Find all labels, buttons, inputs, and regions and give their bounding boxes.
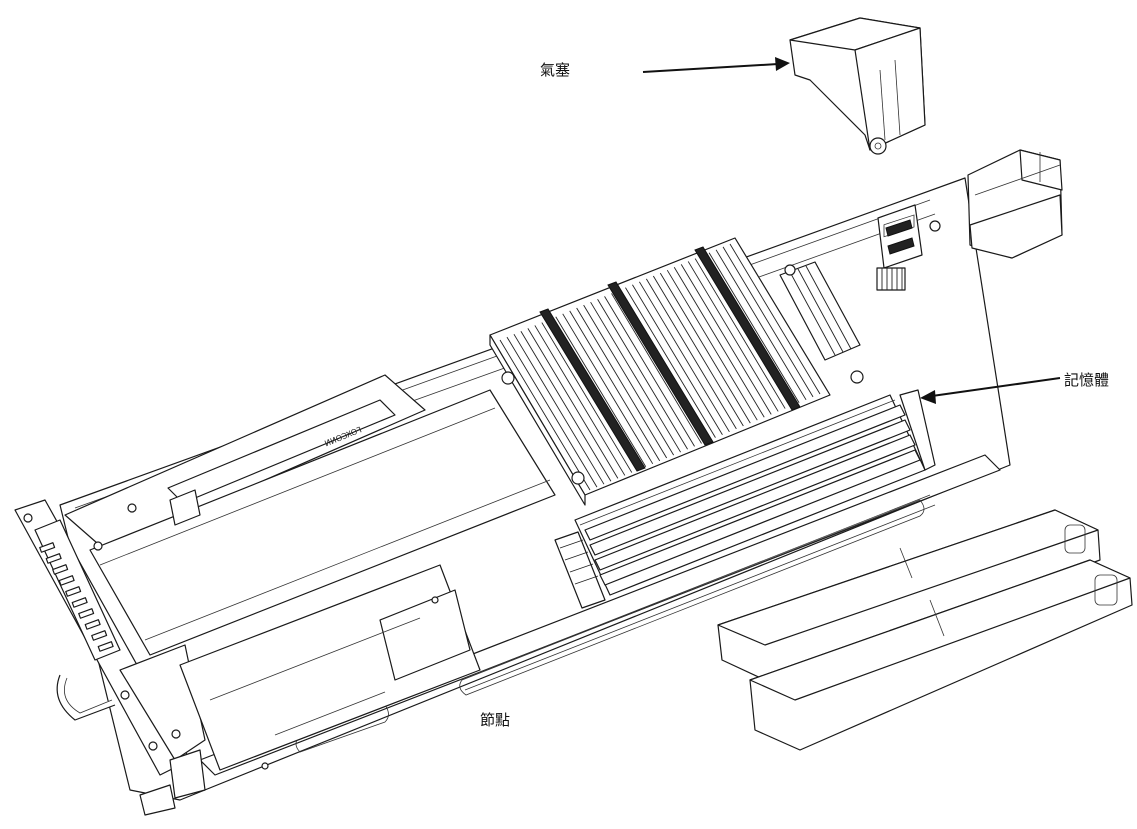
heatsink-fin (673, 267, 765, 418)
heatsink-fin (527, 328, 619, 479)
heatsink-fin (513, 333, 605, 485)
heatsink-fin (694, 258, 786, 409)
heatsink-fin (708, 252, 800, 403)
bracket-vent-slot (65, 586, 82, 597)
heatsink-fin (520, 331, 612, 482)
heatsink-fin (583, 304, 675, 456)
heatsink-fin (645, 278, 737, 430)
storage-card (179, 564, 481, 771)
heatsink-fin (569, 310, 661, 462)
heatsink-fin (576, 307, 668, 459)
leader-arrows (642, 57, 1061, 404)
bracket-vent-slot (52, 564, 69, 575)
heatsink-fin (625, 287, 716, 438)
heatsink-fin (562, 313, 654, 465)
bracket-vent-slot (97, 641, 114, 652)
air-baffle-part (789, 17, 926, 155)
heatsink-fin (729, 243, 821, 395)
heatsink-fin (555, 316, 647, 467)
air-baffle-label: 氣塞 (540, 61, 571, 79)
heatsink-fin (715, 249, 807, 401)
heatsink-fin (687, 261, 779, 412)
heatsink-fin (680, 264, 772, 415)
bracket-vent-slot (78, 608, 95, 619)
bracket-vent-slot (58, 575, 75, 586)
heatsink-fin (541, 322, 633, 473)
bracket-vent-slot (84, 619, 101, 630)
pin-header (876, 267, 906, 291)
rear-connector-block (967, 149, 1063, 259)
memory-dimms (554, 389, 936, 609)
bracket-vent-slot (45, 553, 62, 564)
heatsink-fin (499, 339, 591, 491)
node-label: 節點 (480, 711, 511, 729)
bracket-vent-slot (39, 542, 56, 553)
heatsink-fin (659, 272, 751, 424)
bracket-vent-slot (91, 630, 108, 641)
heatsink-fin (506, 336, 598, 488)
heatsink-fin (639, 281, 730, 433)
dimm-covers (717, 509, 1133, 751)
memory-label: 記憶體 (1064, 371, 1110, 389)
heatsink-fin (632, 284, 723, 435)
heatsink-fin (652, 275, 744, 427)
heatsink-fin (722, 246, 814, 398)
heatsink-fin (590, 301, 681, 453)
pcie-riser-card: FOXCONN (64, 374, 556, 656)
heatsink-fin (666, 269, 758, 421)
bracket-vent-slot (71, 597, 88, 608)
heatsink-fin (604, 296, 695, 447)
cpu-heatsink (489, 237, 831, 506)
heatsink-fin (611, 293, 702, 444)
heatsink-fin (597, 299, 688, 450)
arrow-to-memory (920, 390, 936, 404)
vrm-heatsink (779, 261, 864, 384)
sata-connectors (877, 204, 941, 269)
heatsink-fin (534, 325, 626, 476)
arrow-to-air-baffle (775, 57, 790, 71)
